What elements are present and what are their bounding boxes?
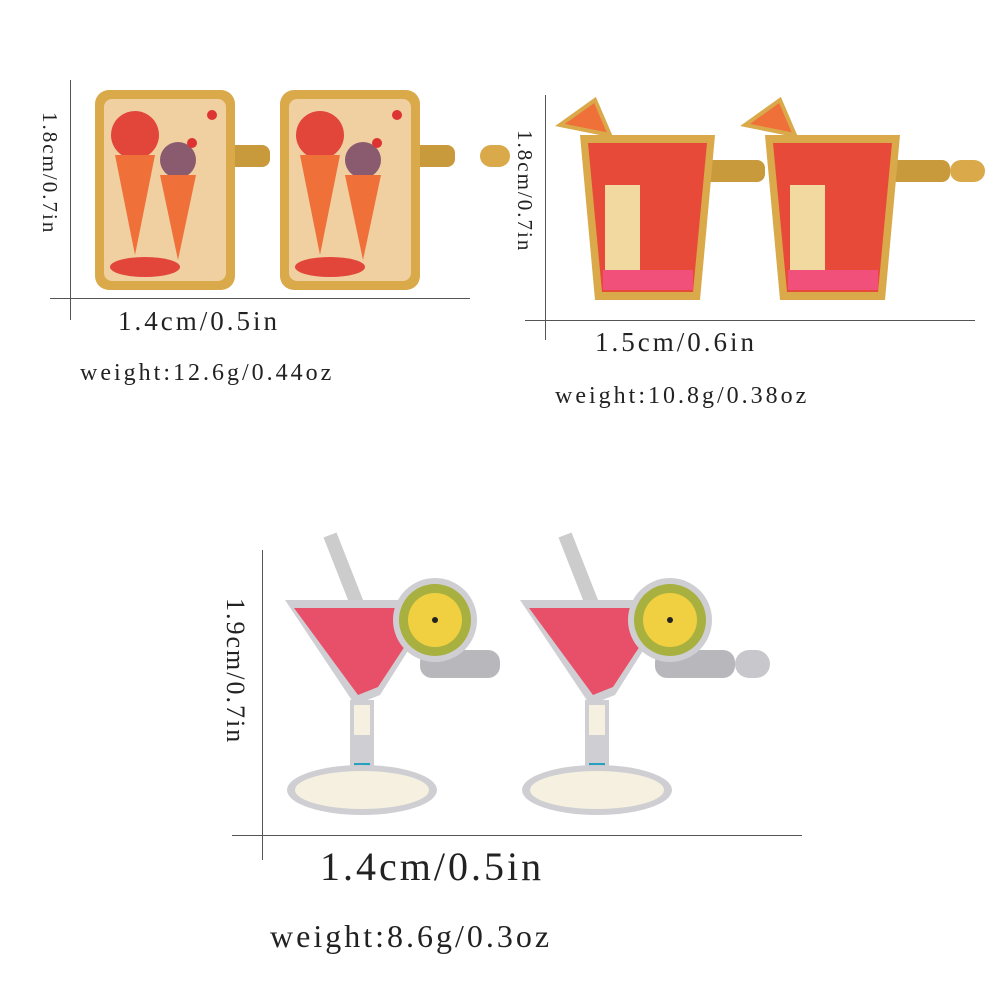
width-label: 1.4cm/0.5in xyxy=(118,306,280,336)
height-label: 1.9cm/0.7in xyxy=(221,598,250,745)
cocktail-cup-cufflinks-image xyxy=(555,96,985,302)
height-guide-line xyxy=(70,80,71,320)
martini-glass-cufflinks-image xyxy=(285,525,770,825)
height-guide-line xyxy=(545,95,546,340)
width-label: 1.4cm/0.5in xyxy=(320,844,545,889)
weight-label: weight:10.8g/0.38oz xyxy=(555,383,810,409)
width-guide-line xyxy=(525,320,975,321)
ice-cream-cufflinks-image xyxy=(95,90,510,290)
height-label: 1.8cm/0.7in xyxy=(38,112,62,235)
height-guide-line xyxy=(262,550,263,860)
height-label: 1.8cm/0.7in xyxy=(513,130,537,253)
width-label: 1.5cm/0.6in xyxy=(595,327,757,357)
weight-label: weight:12.6g/0.44oz xyxy=(80,360,335,386)
width-guide-line xyxy=(232,835,802,836)
weight-label: weight:8.6g/0.3oz xyxy=(270,918,553,954)
width-guide-line xyxy=(50,298,470,299)
